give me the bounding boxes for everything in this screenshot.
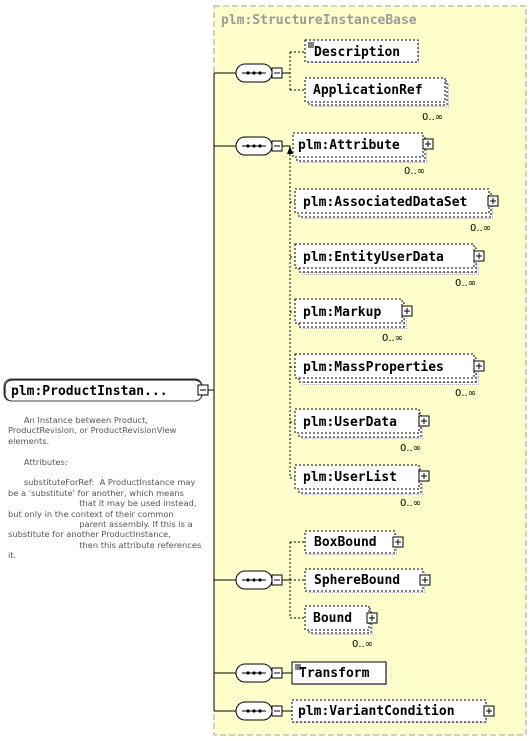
element-label: plm:AssociatedDataSet xyxy=(303,195,467,210)
element-label: SphereBound xyxy=(314,573,400,588)
expand-icon[interactable] xyxy=(483,705,495,717)
sequence-compositor-4[interactable] xyxy=(235,663,283,683)
element-label: Description xyxy=(314,45,400,60)
element-label: plm:UserData xyxy=(303,415,397,430)
expand-icon[interactable] xyxy=(366,612,378,624)
expand-icon[interactable] xyxy=(418,415,430,427)
expand-icon[interactable] xyxy=(473,360,485,372)
occurrence-label: 0..∞ xyxy=(455,278,476,289)
element-user-list[interactable]: plm:UserList 0..∞ xyxy=(294,464,430,509)
group-title: plm:StructureInstanceBase xyxy=(221,13,417,28)
element-variant-condition[interactable]: plm:VariantCondition xyxy=(291,699,495,724)
expand-icon[interactable] xyxy=(487,195,499,207)
element-label: plm:VariantCondition xyxy=(298,704,455,719)
occurrence-label: 0..∞ xyxy=(422,112,443,123)
element-label: plm:UserList xyxy=(303,470,397,485)
element-label: Bound xyxy=(313,611,352,626)
element-sphere-bound[interactable]: SphereBound xyxy=(304,568,431,593)
connector-lines xyxy=(208,51,305,712)
element-markup[interactable]: plm:Markup 0..∞ xyxy=(294,298,413,344)
expand-icon[interactable] xyxy=(401,305,413,317)
collapse-icon[interactable] xyxy=(197,384,209,396)
element-description[interactable]: Description xyxy=(304,39,420,64)
sequence-compositor-5[interactable] xyxy=(235,701,283,721)
occurrence-label: 0..∞ xyxy=(404,166,425,177)
expand-icon[interactable] xyxy=(392,536,404,548)
occurrence-label: 0..∞ xyxy=(352,639,373,650)
root-element-product-instance[interactable]: plm:ProductInstan... xyxy=(3,378,209,402)
expand-icon[interactable] xyxy=(419,574,431,586)
element-bound[interactable]: Bound 0..∞ xyxy=(304,605,378,650)
expand-icon[interactable] xyxy=(422,138,434,150)
element-mass-properties[interactable]: plm:MassProperties 0..∞ xyxy=(294,353,485,399)
element-label: plm:EntityUserData xyxy=(303,250,444,265)
element-associated-data-set[interactable]: plm:AssociatedDataSet 0..∞ xyxy=(294,188,499,234)
element-application-ref[interactable]: ApplicationRef 0..∞ xyxy=(304,77,450,123)
occurrence-label: 0..∞ xyxy=(400,498,421,509)
element-attribute[interactable]: plm:Attribute 0..∞ xyxy=(292,132,434,177)
occurrence-label: 0..∞ xyxy=(455,388,476,399)
arrow-icon xyxy=(287,146,293,154)
element-label: plm:Markup xyxy=(303,305,381,320)
root-documentation: An Instance between Product, ProductRevi… xyxy=(8,415,202,561)
root-element-label: plm:ProductInstan... xyxy=(11,384,168,399)
sequence-compositor-3[interactable] xyxy=(235,570,283,590)
element-transform[interactable]: Transform xyxy=(291,661,388,686)
element-label: Transform xyxy=(299,666,370,681)
occurrence-label: 0..∞ xyxy=(470,223,491,234)
element-user-data[interactable]: plm:UserData 0..∞ xyxy=(294,408,430,454)
expand-icon[interactable] xyxy=(418,470,430,482)
sequence-compositor-2[interactable] xyxy=(235,136,283,156)
occurrence-label: 0..∞ xyxy=(400,443,421,454)
element-label: plm:MassProperties xyxy=(303,360,444,375)
element-entity-user-data[interactable]: plm:EntityUserData 0..∞ xyxy=(294,243,485,289)
sequence-compositor-1[interactable] xyxy=(235,63,283,83)
occurrence-label: 0..∞ xyxy=(382,333,403,344)
element-label: plm:Attribute xyxy=(298,138,400,153)
element-label: ApplicationRef xyxy=(313,83,423,98)
expand-icon[interactable] xyxy=(473,250,485,262)
element-box-bound[interactable]: BoxBound xyxy=(304,530,404,555)
element-label: BoxBound xyxy=(314,535,377,550)
